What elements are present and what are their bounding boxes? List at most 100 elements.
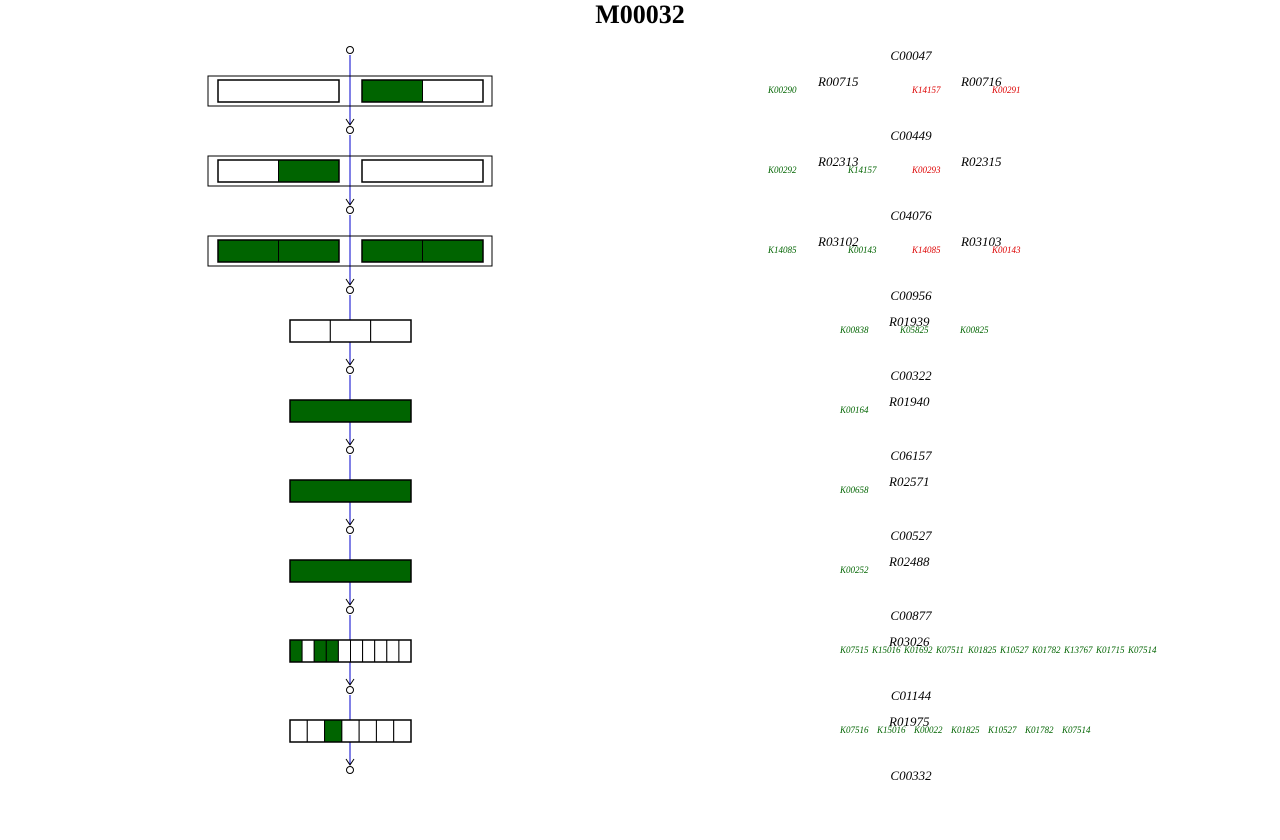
- reaction-box-R01975-cell[interactable]: [341, 719, 360, 743]
- arrowhead-icon: [345, 438, 355, 446]
- reaction-complex-frame: [207, 75, 493, 107]
- compound-node[interactable]: [346, 686, 354, 694]
- ko-label: K00658: [839, 485, 869, 495]
- reaction-box-R01975-cell[interactable]: [289, 719, 308, 743]
- ko-label: K07516: [839, 725, 869, 735]
- reaction-box-R02315-cell[interactable]: [361, 159, 484, 183]
- compound-node[interactable]: [346, 526, 354, 534]
- reaction-complex-frame: [207, 155, 493, 187]
- reaction-box-R01975[interactable]: [289, 719, 412, 743]
- reaction-box-R03102-cell[interactable]: [217, 239, 279, 263]
- arrowhead-icon: [345, 598, 355, 606]
- compound-label: C06157: [890, 448, 932, 463]
- reaction-label: R03103: [960, 234, 1002, 249]
- reaction-box-R02488[interactable]: [289, 559, 412, 583]
- reaction-box-R01975-cell[interactable]: [306, 719, 326, 743]
- ko-label: K14157: [847, 165, 877, 175]
- reaction-box-R03026-cell[interactable]: [374, 639, 388, 663]
- reaction-box-R01939-cell[interactable]: [370, 319, 412, 343]
- compound-node[interactable]: [346, 286, 354, 294]
- compound-label: C00877: [890, 608, 932, 623]
- reaction-box-R01940-cell[interactable]: [289, 399, 412, 423]
- reaction-label: R00716: [960, 74, 1002, 89]
- reaction-box-R01940[interactable]: [289, 399, 412, 423]
- reaction-box-R03026-cell[interactable]: [289, 639, 303, 663]
- reaction-complex-frame: [207, 235, 493, 267]
- reaction-label: R03102: [817, 234, 859, 249]
- reaction-box-R03102-cell[interactable]: [278, 239, 340, 263]
- reaction-box-R03103-cell[interactable]: [361, 239, 423, 263]
- ko-label: K01715: [1095, 645, 1125, 655]
- compound-node[interactable]: [346, 446, 354, 454]
- reaction-box-R03102[interactable]: [217, 239, 340, 263]
- reaction-box-R03026[interactable]: [289, 639, 412, 663]
- reaction-box-R00716-cell[interactable]: [422, 79, 484, 103]
- compound-label: C00332: [890, 768, 932, 783]
- reaction-box-R01939[interactable]: [289, 319, 412, 343]
- reaction-box-R03103-cell[interactable]: [422, 239, 484, 263]
- reaction-box-R02571-cell[interactable]: [289, 479, 412, 503]
- ko-label: K01782: [1031, 645, 1061, 655]
- reaction-box-R03026-cell[interactable]: [337, 639, 351, 663]
- compound-label: C01144: [891, 688, 932, 703]
- reaction-label: R00715: [817, 74, 859, 89]
- ko-label: K01825: [950, 725, 980, 735]
- reaction-box-R01939-cell[interactable]: [289, 319, 331, 343]
- reaction-box-R02313-cell[interactable]: [217, 159, 279, 183]
- compound-label: C00956: [890, 288, 932, 303]
- reaction-box-R03026-cell[interactable]: [350, 639, 364, 663]
- ko-label: K00292: [767, 165, 797, 175]
- reaction-box-R00715-cell[interactable]: [217, 79, 340, 103]
- reaction-box-R02313[interactable]: [217, 159, 340, 183]
- reaction-box-R01939-cell[interactable]: [329, 319, 372, 343]
- arrowhead-icon: [345, 358, 355, 366]
- ko-label: K00143: [991, 245, 1021, 255]
- reaction-box-R03103[interactable]: [361, 239, 484, 263]
- reaction-box-R02488-cell[interactable]: [289, 559, 412, 583]
- reaction-box-R03026-cell[interactable]: [313, 639, 327, 663]
- reaction-box-R01975-cell[interactable]: [393, 719, 412, 743]
- reaction-box-R00716[interactable]: [361, 79, 484, 103]
- reaction-box-R03026-cell[interactable]: [301, 639, 315, 663]
- ko-label: K00164: [839, 405, 869, 415]
- reaction-label: R03026: [888, 634, 930, 649]
- ko-label: K15016: [876, 725, 906, 735]
- reaction-box-R03026-cell[interactable]: [325, 639, 339, 663]
- reaction-box-R02313-cell[interactable]: [278, 159, 340, 183]
- reaction-box-R03026-cell[interactable]: [398, 639, 412, 663]
- arrowhead-icon: [345, 118, 355, 126]
- reaction-label: R02315: [960, 154, 1002, 169]
- arrowhead-icon: [345, 518, 355, 526]
- reaction-label: R01940: [888, 394, 930, 409]
- ko-label: K10527: [999, 645, 1029, 655]
- reaction-box-R03026-cell[interactable]: [362, 639, 376, 663]
- reaction-box-R01975-cell[interactable]: [324, 719, 343, 743]
- compound-label: C00449: [890, 128, 932, 143]
- ko-label: K00838: [839, 325, 869, 335]
- reaction-box-R01975-cell[interactable]: [375, 719, 395, 743]
- compound-node[interactable]: [346, 126, 354, 134]
- compound-node[interactable]: [346, 206, 354, 214]
- compound-node[interactable]: [346, 46, 354, 54]
- reaction-box-R00715[interactable]: [217, 79, 340, 103]
- ko-label: K00290: [767, 85, 797, 95]
- compound-node[interactable]: [346, 606, 354, 614]
- reaction-box-R00716-cell[interactable]: [361, 79, 423, 103]
- ko-label: K07514: [1127, 645, 1157, 655]
- reaction-label: R02488: [888, 554, 930, 569]
- compound-label: C00322: [890, 368, 932, 383]
- module-title: M00032: [595, 0, 685, 29]
- compound-node[interactable]: [346, 766, 354, 774]
- ko-label: K07515: [839, 645, 869, 655]
- reaction-box-R03026-cell[interactable]: [386, 639, 400, 663]
- reaction-box-R02315[interactable]: [361, 159, 484, 183]
- reaction-label: R01939: [888, 314, 930, 329]
- reaction-box-R01975-cell[interactable]: [358, 719, 377, 743]
- compound-node[interactable]: [346, 366, 354, 374]
- reaction-label: R02571: [888, 474, 929, 489]
- ko-label: K14085: [767, 245, 797, 255]
- ko-label: K05825: [899, 325, 929, 335]
- ko-label: K01782: [1024, 725, 1054, 735]
- reaction-box-R02571[interactable]: [289, 479, 412, 503]
